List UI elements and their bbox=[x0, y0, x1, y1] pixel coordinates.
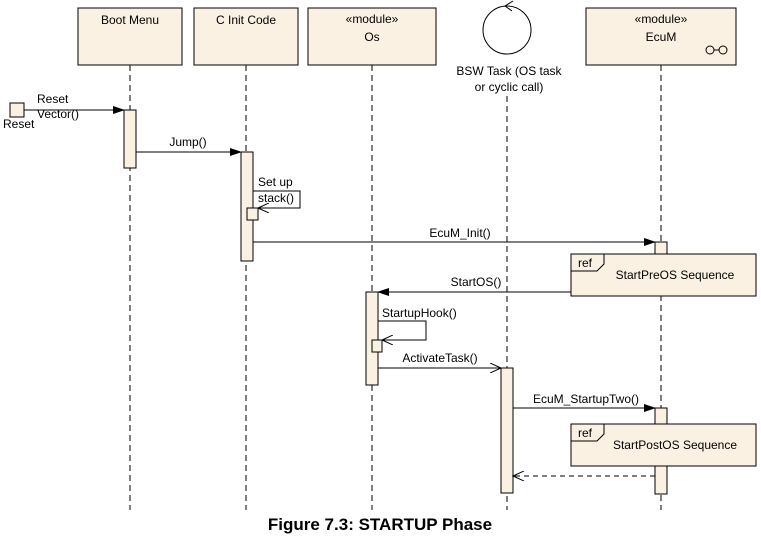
participant-os-name: Os bbox=[364, 30, 379, 44]
control-arrow-icon bbox=[504, 0, 514, 12]
ecum-startup-two-label: EcuM_StartupTwo() bbox=[533, 392, 639, 406]
reset-vector-label-line2: Vector() bbox=[37, 107, 79, 121]
participant-bsw-task-name-line2: or cyclic call) bbox=[475, 80, 544, 94]
ref-pre-os-label: StartPreOS Sequence bbox=[616, 268, 735, 282]
ref-pre-os-tag: ref bbox=[578, 256, 593, 270]
start-os-label: StartOS() bbox=[451, 275, 502, 289]
participant-ecum-stereotype: «module» bbox=[635, 12, 688, 26]
activation-os-nested bbox=[371, 339, 383, 353]
participant-os: «module» Os bbox=[307, 7, 437, 66]
startup-hook-arrow bbox=[378, 320, 427, 340]
setup-stack-label-line1: Set up bbox=[258, 175, 293, 189]
figure-caption: Figure 7.3: STARTUP Phase bbox=[268, 515, 492, 534]
activate-task-label: ActivateTask() bbox=[402, 351, 477, 365]
participant-boot-menu-name: Boot Menu bbox=[101, 13, 159, 27]
participant-ecum-name: EcuM bbox=[646, 30, 677, 44]
ecum-init-label: EcuM_Init() bbox=[429, 226, 490, 240]
control-icon bbox=[482, 5, 532, 55]
ref-post-os-label: StartPostOS Sequence bbox=[613, 438, 737, 452]
jump-label: Jump() bbox=[169, 135, 206, 149]
reset-state-label: Reset bbox=[3, 117, 35, 131]
startup-hook-label: StartupHook() bbox=[382, 306, 457, 320]
reset-vector-label-line1: Reset bbox=[37, 92, 69, 106]
participant-bsw-task-name-line1: BSW Task (OS task bbox=[456, 64, 562, 78]
participant-ecum: «module» EcuM bbox=[585, 7, 737, 66]
activation-boot-menu bbox=[123, 109, 137, 169]
reset-state: Reset bbox=[3, 102, 35, 131]
activation-c-init-code bbox=[240, 151, 254, 262]
participant-os-stereotype: «module» bbox=[346, 12, 399, 26]
participant-bsw-task: BSW Task (OS task or cyclic call) bbox=[456, 0, 563, 94]
ref-start-post-os: ref StartPostOS Sequence bbox=[570, 423, 757, 467]
subsystem-icon bbox=[705, 45, 728, 55]
activation-ecum-init bbox=[654, 241, 668, 255]
participant-c-init-code: C Init Code bbox=[193, 7, 299, 66]
participant-boot-menu: Boot Menu bbox=[77, 7, 183, 66]
setup-stack-arrow bbox=[253, 190, 301, 208]
activation-c-init-nested bbox=[246, 207, 259, 221]
activation-bsw-task bbox=[500, 367, 514, 494]
ref-post-os-tag: ref bbox=[578, 426, 593, 440]
activation-os bbox=[365, 291, 379, 386]
participant-c-init-code-name: C Init Code bbox=[216, 13, 276, 27]
ref-start-pre-os: ref StartPreOS Sequence bbox=[570, 253, 757, 297]
setup-stack-label-line2: stack() bbox=[258, 191, 294, 205]
